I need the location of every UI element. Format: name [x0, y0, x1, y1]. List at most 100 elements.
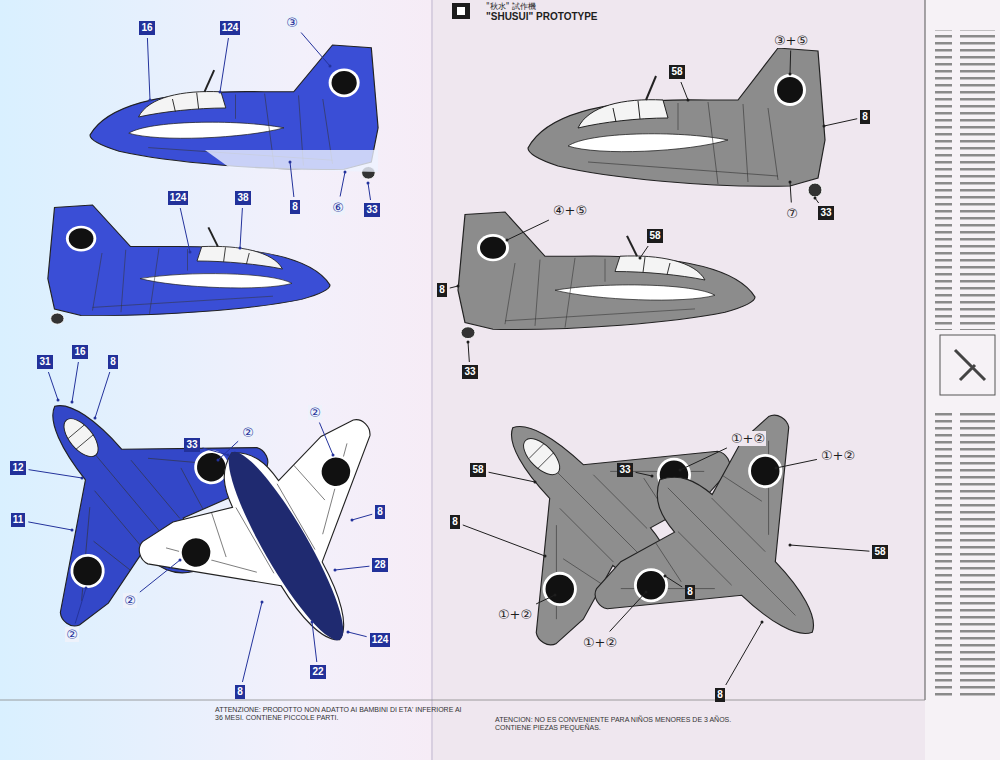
leader-tip — [179, 559, 182, 562]
leader-tip — [789, 181, 792, 184]
leader-line — [348, 632, 367, 637]
leader-tip — [351, 519, 354, 522]
callout-number: 28 — [372, 558, 387, 572]
leader-line — [368, 183, 371, 200]
callout-number: 22 — [310, 665, 325, 679]
sheet-subtitle: "秋水" 試作機 — [486, 2, 536, 11]
callout-number: 8 — [235, 685, 245, 699]
callout-number: 8 — [685, 585, 695, 599]
callout-number: ② — [123, 593, 137, 608]
callout-number: 8 — [860, 110, 870, 124]
leader-line — [48, 372, 58, 400]
callout-number: ③+⑤ — [773, 33, 809, 48]
leader-line — [489, 472, 535, 482]
leader-tip — [761, 621, 764, 624]
leader-tip — [814, 197, 817, 200]
illegible-text — [935, 30, 995, 330]
leader-line — [180, 208, 190, 252]
callout-number: 33 — [617, 463, 632, 477]
callout-number: 33 — [184, 438, 199, 452]
left-page — [0, 0, 432, 760]
leader-line — [815, 198, 819, 203]
leader-tip — [189, 251, 192, 254]
callout-number: 8 — [450, 515, 460, 529]
leader-tip — [639, 257, 642, 260]
callout-number: 33 — [462, 365, 477, 379]
callout-number: 8 — [375, 505, 385, 519]
leader-tip — [261, 601, 264, 604]
instruction-icon — [940, 335, 995, 395]
leader-tip — [457, 285, 460, 288]
leader-tip — [823, 125, 826, 128]
callout-number: 8 — [108, 355, 118, 369]
canopy — [517, 432, 565, 480]
leader-line — [352, 514, 372, 520]
callout-number: ④+⑤ — [552, 203, 588, 218]
leader-line — [242, 602, 262, 682]
leader-tip — [506, 239, 509, 242]
leader-tip — [344, 171, 347, 174]
column-rule — [925, 0, 926, 700]
leader-tip — [534, 481, 537, 484]
leader-line — [240, 208, 242, 248]
leader-line — [824, 119, 857, 126]
callout-number: ①+② — [820, 448, 856, 463]
callout-number: 38 — [235, 191, 250, 205]
warning-note: ATTENZIONE: PRODOTTO NON ADATTO AI BAMBI… — [215, 706, 465, 722]
aircraft-side-view — [458, 212, 755, 339]
callout-number: ② — [65, 627, 79, 642]
text-column — [925, 0, 1000, 760]
leader-line — [140, 560, 180, 592]
leader-tip — [789, 73, 792, 76]
leader-tip — [149, 99, 152, 102]
callout-number: ② — [308, 405, 322, 420]
leader-tip — [651, 475, 654, 478]
aircraft-bottom-view — [119, 387, 453, 705]
callout-number: 33 — [364, 203, 379, 217]
callout-number: 58 — [470, 463, 485, 477]
leader-line — [28, 522, 72, 530]
leader-tip — [664, 575, 667, 578]
leader-tip — [347, 631, 350, 634]
footer-rule — [0, 700, 925, 701]
callout-number: ② — [241, 425, 255, 440]
sheet-title: "SHUSUI" PROTOTYPE — [486, 11, 598, 22]
leader-tip — [219, 91, 222, 94]
leader-tip — [85, 587, 88, 590]
aircraft-side-view — [90, 45, 378, 179]
leader-line — [220, 38, 228, 92]
leader-tip — [645, 591, 648, 594]
leader-line — [450, 286, 458, 288]
leader-line — [340, 172, 345, 197]
leader-line — [312, 622, 317, 662]
callout-number: 11 — [11, 513, 26, 527]
leader-tip — [227, 454, 230, 457]
leader-tip — [239, 247, 242, 250]
callout-number: 12 — [10, 461, 25, 475]
callout-number: 8 — [437, 283, 447, 297]
leader-tip — [332, 454, 335, 457]
leader-line — [468, 342, 469, 362]
leader-line — [290, 162, 294, 197]
leader-tip — [775, 467, 778, 470]
callout-number: 8 — [290, 200, 300, 214]
illegible-text — [935, 410, 995, 700]
fuselage-underside — [213, 441, 359, 650]
leader-line — [681, 82, 688, 100]
callout-number: 124 — [220, 21, 241, 35]
callout-number: ③ — [285, 15, 299, 30]
leader-line — [776, 459, 817, 468]
callout-number: ①+② — [730, 431, 766, 446]
leader-line — [640, 246, 648, 258]
leader-line — [29, 470, 82, 478]
callout-number: 33 — [818, 206, 833, 220]
leader-tip — [57, 399, 60, 402]
leader-tip — [334, 569, 337, 572]
aircraft-bottom-view — [567, 387, 904, 724]
leader-line — [75, 588, 86, 624]
leader-tip — [217, 459, 220, 462]
callout-number: 16 — [72, 345, 87, 359]
leader-line — [665, 576, 682, 587]
